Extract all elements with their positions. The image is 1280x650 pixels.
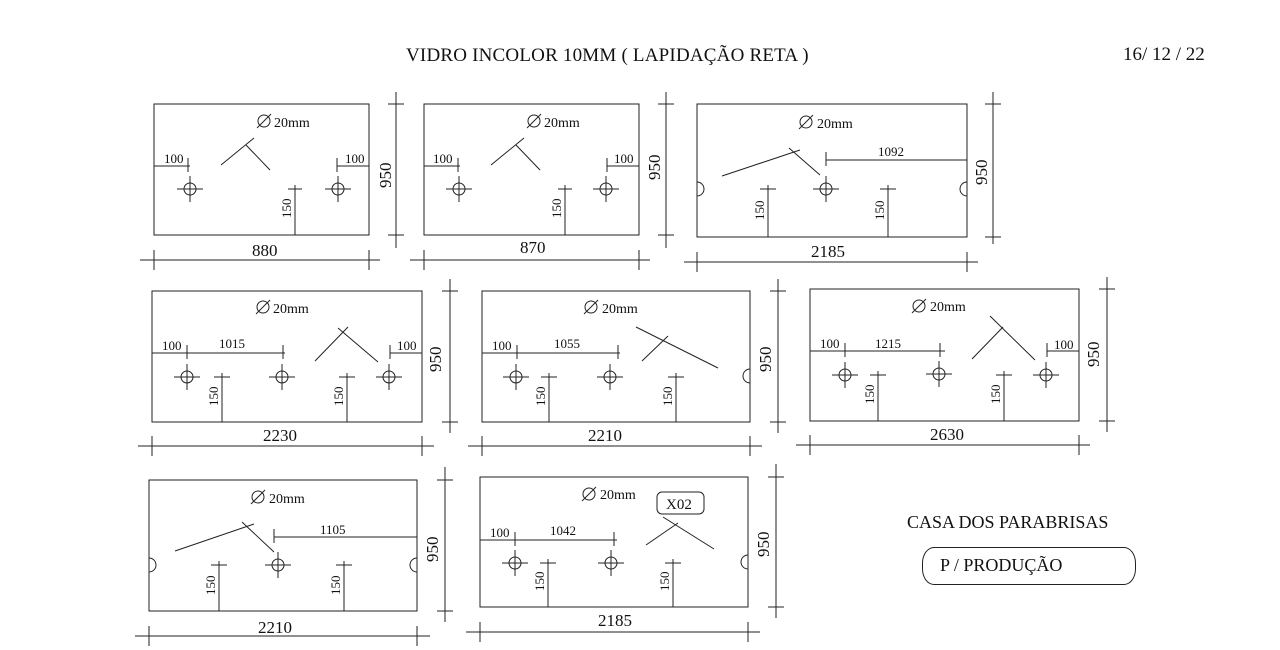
offset-left-label: 100 bbox=[492, 338, 512, 353]
client-name: CASA DOS PARABRISAS bbox=[907, 512, 1109, 532]
date-label: 16/ 12 / 22 bbox=[1123, 44, 1205, 65]
height-label: 950 bbox=[754, 532, 773, 558]
panel-1-outline bbox=[153, 103, 370, 236]
notch-left bbox=[696, 181, 705, 197]
height-label: 950 bbox=[376, 163, 395, 189]
hole-diameter-label: 20mm bbox=[602, 302, 638, 317]
offset-vertical-label: 150 bbox=[872, 201, 887, 221]
offset-right-label: 100 bbox=[345, 151, 365, 166]
panel-2-outline bbox=[423, 103, 640, 236]
panel-1 bbox=[140, 92, 404, 270]
width-label: 870 bbox=[520, 238, 546, 257]
offset-vertical-label: 150 bbox=[657, 572, 672, 592]
span-label: 1042 bbox=[550, 523, 576, 538]
diameter-icon bbox=[912, 299, 926, 313]
hole-diameter-label: 20mm bbox=[269, 492, 305, 507]
hole-diameter-label: 20mm bbox=[817, 117, 853, 132]
span-label: 1215 bbox=[875, 336, 901, 351]
quantity-box bbox=[656, 491, 705, 515]
diameter-icon bbox=[527, 114, 541, 128]
panel-3-outline bbox=[696, 103, 968, 238]
span-label: 1055 bbox=[554, 336, 580, 351]
notch-left bbox=[148, 557, 157, 573]
panel-7 bbox=[135, 467, 453, 646]
offset-right-label: 100 bbox=[614, 151, 634, 166]
panel-7-outline bbox=[148, 479, 418, 612]
panel-2 bbox=[410, 92, 674, 270]
span-label: 1092 bbox=[878, 144, 904, 159]
offset-vertical-label: 150 bbox=[328, 576, 343, 596]
hole-diameter-label: 20mm bbox=[544, 116, 580, 131]
panel-8-outline bbox=[479, 476, 749, 608]
span-label: 1105 bbox=[320, 522, 346, 537]
diameter-icon bbox=[582, 487, 596, 501]
hole-diameter-label: 20mm bbox=[274, 116, 310, 131]
offset-vertical-label: 150 bbox=[752, 201, 767, 221]
offset-vertical-label: 150 bbox=[331, 387, 346, 407]
span-label: 1015 bbox=[219, 336, 245, 351]
panel-8 bbox=[466, 464, 784, 642]
offset-left-label: 100 bbox=[433, 151, 453, 166]
panel-6-outline bbox=[809, 288, 1080, 422]
diameter-icon bbox=[256, 300, 270, 314]
panel-4 bbox=[138, 279, 458, 456]
offset-left-label: 100 bbox=[490, 525, 510, 540]
panel-4-outline bbox=[151, 290, 423, 423]
width-label: 2630 bbox=[930, 425, 964, 444]
panel-5-outline bbox=[481, 290, 751, 423]
height-label: 950 bbox=[645, 155, 664, 181]
offset-vertical-label: 150 bbox=[988, 385, 1003, 405]
diameter-icon bbox=[257, 114, 271, 128]
diameter-icon bbox=[799, 115, 813, 129]
offset-left-label: 100 bbox=[164, 151, 184, 166]
height-label: 950 bbox=[1084, 342, 1103, 368]
width-label: 2230 bbox=[263, 426, 297, 445]
offset-right-label: 100 bbox=[1054, 337, 1074, 352]
width-label: 2185 bbox=[811, 242, 845, 261]
page-title: VIDRO INCOLOR 10MM ( LAPIDAÇÃO RETA ) bbox=[406, 45, 809, 66]
width-label: 2210 bbox=[258, 618, 292, 637]
diameter-icon bbox=[251, 490, 265, 504]
width-label: 2210 bbox=[588, 426, 622, 445]
quantity-label: X02 bbox=[666, 497, 692, 513]
offset-vertical-label: 150 bbox=[862, 385, 877, 405]
offset-vertical-label: 150 bbox=[203, 576, 218, 596]
offset-right-label: 100 bbox=[397, 338, 417, 353]
height-label: 950 bbox=[423, 537, 442, 563]
height-label: 950 bbox=[756, 347, 775, 373]
height-label: 950 bbox=[972, 160, 991, 186]
diameter-icon bbox=[584, 300, 598, 314]
production-stamp: P / PRODUÇÃO bbox=[922, 547, 1136, 585]
width-label: 2185 bbox=[598, 611, 632, 630]
notch-right bbox=[959, 181, 968, 197]
offset-vertical-label: 150 bbox=[206, 387, 221, 407]
notch-right bbox=[742, 368, 751, 384]
offset-left-label: 100 bbox=[820, 336, 840, 351]
offset-vertical-label: 150 bbox=[660, 387, 675, 407]
width-label: 880 bbox=[252, 241, 278, 260]
hole-diameter-label: 20mm bbox=[273, 302, 309, 317]
panel-3 bbox=[684, 92, 1001, 272]
offset-left-label: 100 bbox=[162, 338, 182, 353]
notch-right bbox=[409, 557, 418, 573]
hole-diameter-label: 20mm bbox=[600, 488, 636, 503]
panel-6 bbox=[796, 277, 1115, 455]
production-stamp-label: P / PRODUÇÃO bbox=[940, 555, 1063, 575]
offset-vertical-label: 150 bbox=[549, 199, 564, 219]
notch-right bbox=[740, 554, 749, 570]
offset-vertical-label: 150 bbox=[532, 572, 547, 592]
hole-diameter-label: 20mm bbox=[930, 300, 966, 315]
offset-vertical-label: 150 bbox=[279, 199, 294, 219]
panel-5 bbox=[468, 279, 786, 456]
height-label: 950 bbox=[426, 347, 445, 373]
offset-vertical-label: 150 bbox=[533, 387, 548, 407]
